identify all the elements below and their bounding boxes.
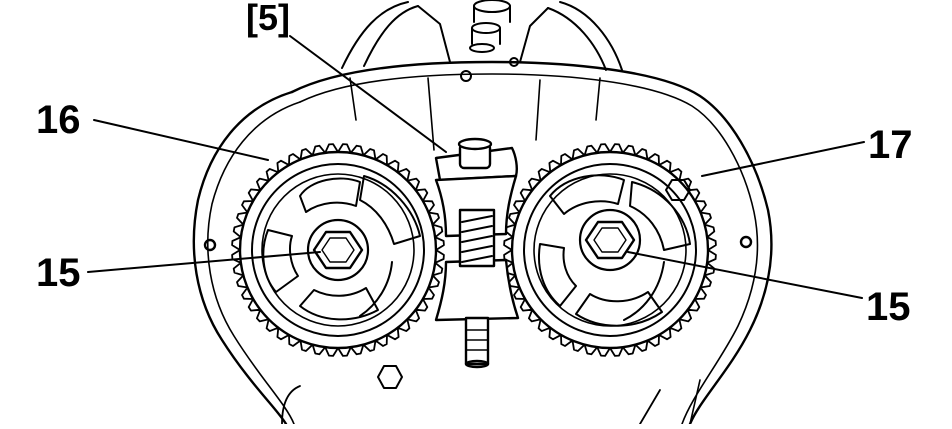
right-bolt-hex [584,220,636,260]
callout-left-bolt: 15 [36,251,81,295]
head-webbing [349,77,601,151]
leader-lines [87,35,865,299]
cylinder-head-top [341,0,623,82]
sprocket-locking-tool [434,137,520,369]
sprocket-tooth-ring [231,143,445,357]
leader-15-right [627,251,863,299]
sprocket-tooth-ring [503,143,717,357]
lower-cover [281,385,661,425]
callout-right-bolt: 15 [866,285,911,329]
right-sprocket-teeth [503,143,717,357]
leader-15-left [87,251,321,273]
callout-left-sprocket: 16 [36,98,81,142]
callout-tool: [5] [246,0,290,38]
leader-5 [289,35,447,153]
lower-hex-plug [377,365,403,389]
leader-16 [93,119,269,161]
callout-right-sprocket: 17 [868,123,913,167]
left-bolt-hex [312,230,364,270]
right-sprocket [503,143,717,357]
left-sprocket [231,143,445,357]
left-sprocket-teeth [231,143,445,357]
leader-17 [701,141,865,177]
